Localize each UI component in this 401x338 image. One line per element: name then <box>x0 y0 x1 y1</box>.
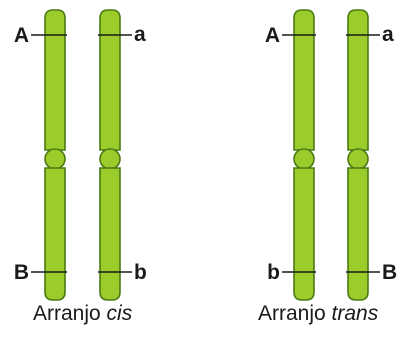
upper-arm <box>99 9 121 151</box>
allele-label-top: A <box>265 24 280 47</box>
cis-chromosome-left: A B <box>14 9 67 301</box>
lower-arm <box>99 167 121 301</box>
trans-chromosome-right: a B <box>346 9 397 301</box>
cis-caption: Arranjo cis <box>33 302 132 326</box>
allele-label-top: A <box>14 24 29 47</box>
allele-label-top: a <box>134 23 146 46</box>
allele-label-top: a <box>382 23 394 46</box>
upper-arm <box>347 9 369 151</box>
centromere <box>293 148 315 170</box>
upper-arm <box>293 9 315 151</box>
centromere <box>44 148 66 170</box>
upper-arm <box>44 9 66 151</box>
lower-arm <box>44 167 66 301</box>
lower-arm <box>347 167 369 301</box>
allele-label-bottom: b <box>134 261 147 284</box>
cis-caption-term: cis <box>106 302 133 325</box>
cis-chromosome-right: a b <box>98 9 147 301</box>
trans-caption-prefix: Arranjo <box>258 302 332 325</box>
lower-arm <box>293 167 315 301</box>
allele-label-bottom: b <box>267 261 280 284</box>
trans-caption-term: trans <box>331 302 379 325</box>
centromere <box>99 148 121 170</box>
cis-caption-prefix: Arranjo <box>33 302 107 325</box>
allele-label-bottom: B <box>14 261 29 284</box>
centromere <box>347 148 369 170</box>
trans-chromosome-left: A b <box>265 9 316 301</box>
trans-caption: Arranjo trans <box>258 302 378 326</box>
allele-label-bottom: B <box>382 261 397 284</box>
